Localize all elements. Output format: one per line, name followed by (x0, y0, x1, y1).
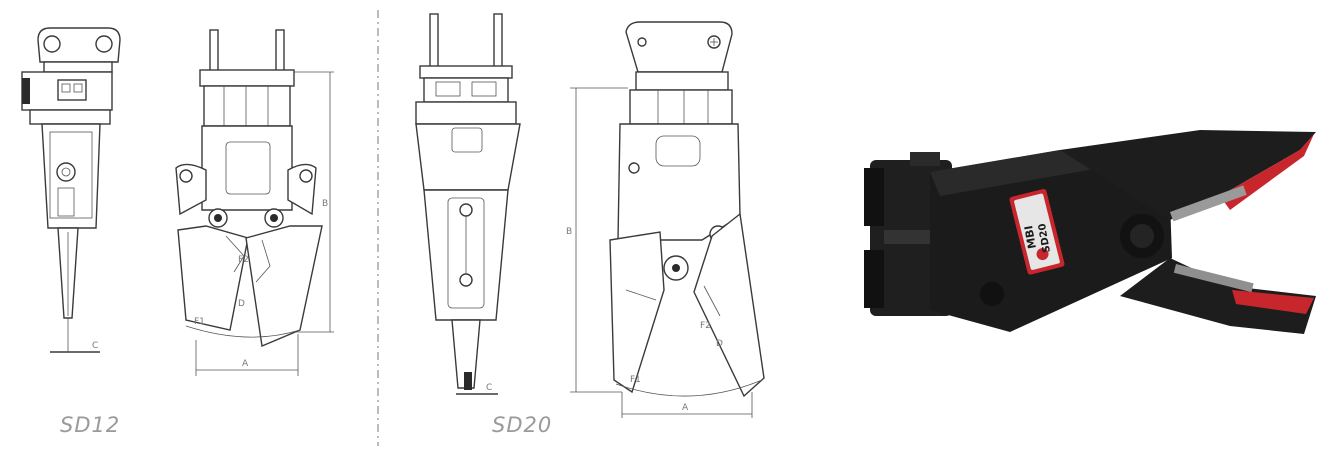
sd20-front-view: C (415, 13, 521, 395)
sd20-product-photo: MBI SD20 (864, 130, 1316, 334)
dim-f1-sd20: F1 (630, 375, 641, 385)
dim-f2-sd12: F2 (238, 255, 249, 265)
dim-b-sd20: B (566, 227, 572, 237)
photo-brand-text: MBI (1022, 224, 1039, 249)
dim-c-sd12: C (92, 341, 98, 351)
model-label-sd20: SD20 (492, 413, 553, 437)
dim-a-sd12: A (242, 359, 249, 369)
dim-f1-sd12: F1 (194, 317, 205, 327)
dim-d-sd12: D (238, 299, 245, 309)
dim-b-sd12: B (322, 199, 328, 209)
model-label-sd12: SD12 (60, 413, 121, 437)
dim-d-sd20: D (716, 339, 723, 349)
dim-a-sd20: A (682, 403, 689, 413)
sd20-side-view: F2 D F1 A B (566, 21, 765, 418)
sd12-front-view: C (21, 27, 121, 353)
dim-f2-sd20: F2 (700, 321, 711, 331)
photo-model-text: SD20 (1037, 222, 1053, 253)
dim-c-sd20: C (486, 383, 492, 393)
sd12-side-view: F2 D F1 A B (175, 29, 334, 376)
